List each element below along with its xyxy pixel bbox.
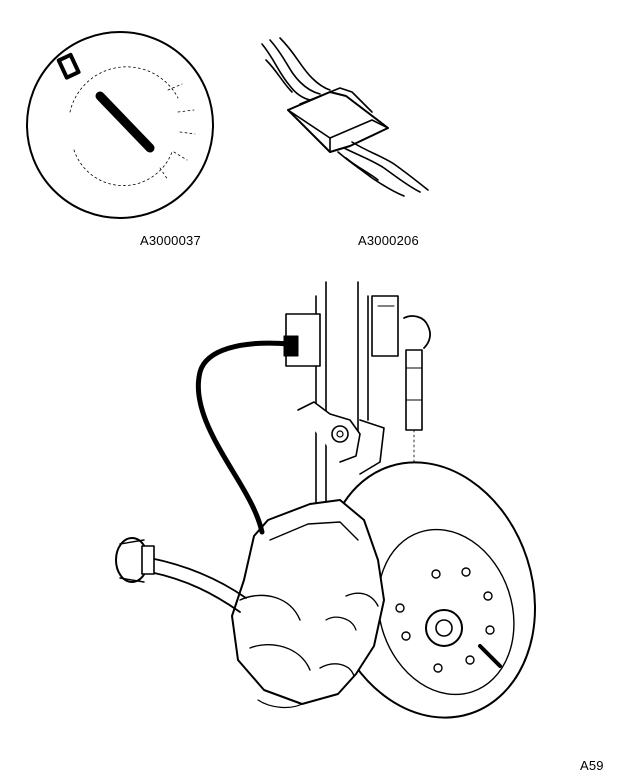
- brake-assembly-icon: [115, 281, 536, 719]
- page-code: A59: [580, 758, 604, 773]
- figure-code-ignition: A3000037: [140, 233, 201, 248]
- connector-icon: [261, 37, 429, 197]
- ignition-switch-icon: [26, 31, 214, 219]
- figure-code-connector: A3000206: [358, 233, 419, 248]
